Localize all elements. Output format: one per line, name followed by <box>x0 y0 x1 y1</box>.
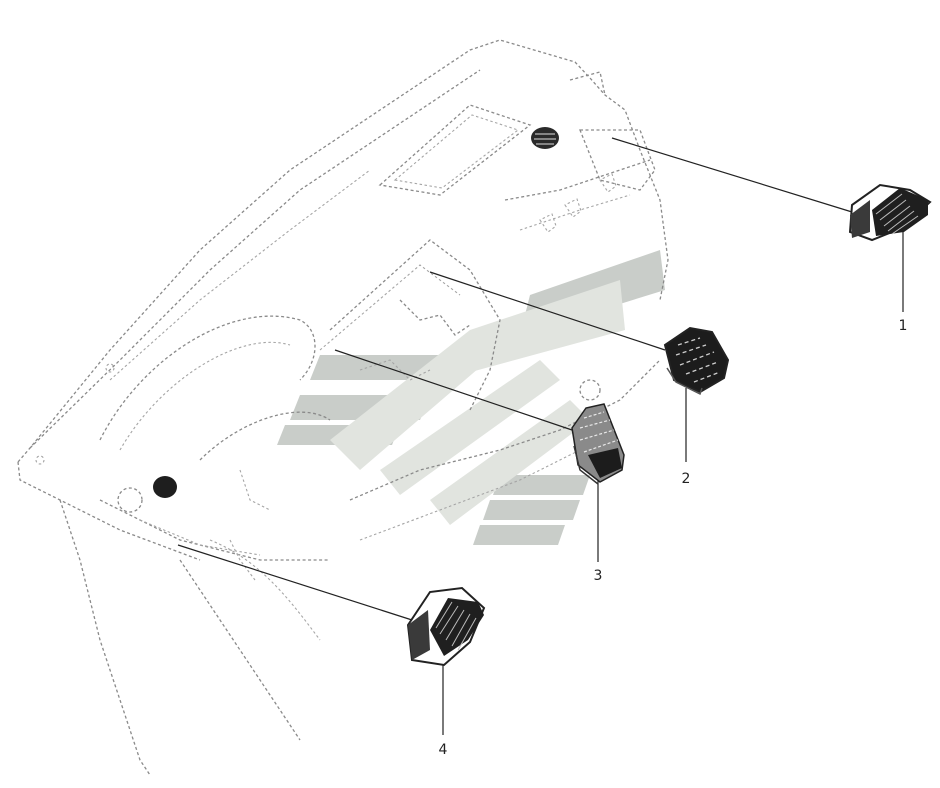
air-vent-right-icon <box>848 183 932 242</box>
callout-label-3: 3 <box>594 568 603 584</box>
watermark-logo <box>277 250 665 545</box>
dashboard-panel-outline <box>17 39 669 776</box>
air-vent-center-right-icon <box>663 326 730 396</box>
callout-label-4: 4 <box>439 742 448 758</box>
air-vent-left-icon <box>406 586 486 667</box>
leader-lines <box>177 137 904 735</box>
callout-labels: 1 2 3 4 <box>439 318 908 758</box>
air-vent-center-left-icon <box>571 403 625 485</box>
callout-label-1: 1 <box>899 318 908 334</box>
callout-label-2: 2 <box>682 471 691 487</box>
defroster-grille-icon <box>531 127 559 149</box>
side-defroster-grille-icon <box>153 476 177 498</box>
